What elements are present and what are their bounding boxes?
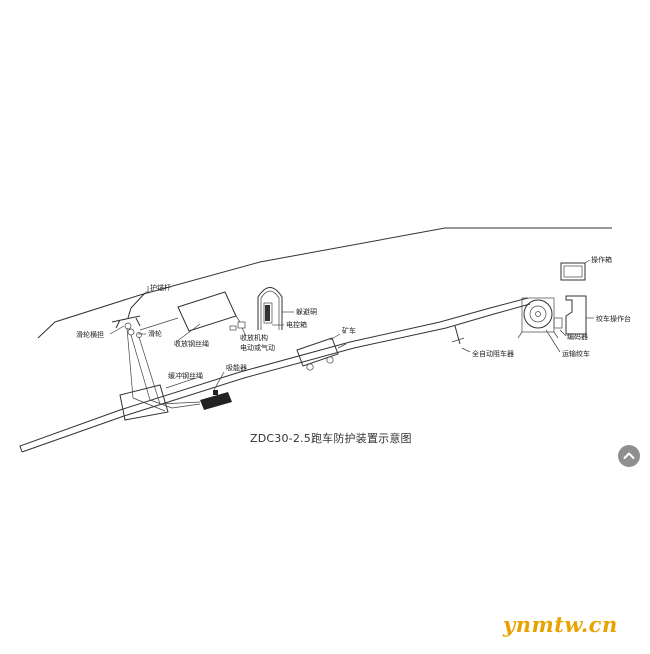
label-wire-reel: 收放钢丝绳 — [174, 339, 209, 348]
label-transport-winch: 运输绞车 — [562, 349, 590, 358]
label-energy-absorber: 吸能器 — [226, 363, 247, 372]
label-auto-stop: 全自动阻车器 — [472, 349, 514, 358]
label-retract-mechanism-2: 电动或气动 — [240, 343, 275, 352]
label-buffer-wire: 缓冲钢丝绳 — [168, 371, 203, 380]
auto-stop-device — [451, 325, 465, 345]
leader-lines — [109, 259, 594, 391]
label-pulley-bracket: 滑轮横担 — [76, 330, 104, 339]
winch-console — [565, 295, 587, 335]
label-operation-box: 操作箱 — [591, 255, 612, 264]
diagram-caption: ZDC30-2.5跑车防护装置示意图 — [250, 431, 412, 445]
encoder — [553, 317, 563, 329]
label-control-box: 电控箱 — [286, 320, 307, 329]
watermark-text: ynmtw.cn — [503, 612, 618, 637]
anchor-rod — [127, 291, 152, 319]
hanging-cables — [126, 327, 161, 405]
inclined-track — [19, 297, 531, 453]
label-mine-car: 矿车 — [342, 326, 356, 335]
mine-car — [296, 337, 347, 371]
refuge-chamber — [257, 287, 283, 330]
label-pulley: 滑轮 — [148, 329, 162, 338]
wire-reel-box — [139, 291, 237, 332]
label-anchor-rod: 护锚杆 — [150, 283, 171, 292]
pulley-bracket — [111, 315, 141, 330]
retract-mechanism — [229, 315, 246, 331]
label-refuge-chamber: 躲避硐 — [296, 307, 317, 316]
transport-winch — [517, 297, 559, 339]
chevron-up-icon — [623, 452, 635, 459]
label-retract-mechanism-1: 收放机构 — [240, 333, 268, 342]
pulley — [127, 328, 142, 338]
label-winch-console: 绞车操作台 — [596, 314, 631, 323]
label-encoder: 编码器 — [567, 332, 588, 341]
energy-absorber — [171, 390, 232, 410]
buffer-wire-frame — [119, 384, 201, 421]
scroll-top-button[interactable] — [618, 445, 640, 467]
operation-box — [560, 262, 586, 281]
tunnel-roof-line — [37, 227, 612, 339]
